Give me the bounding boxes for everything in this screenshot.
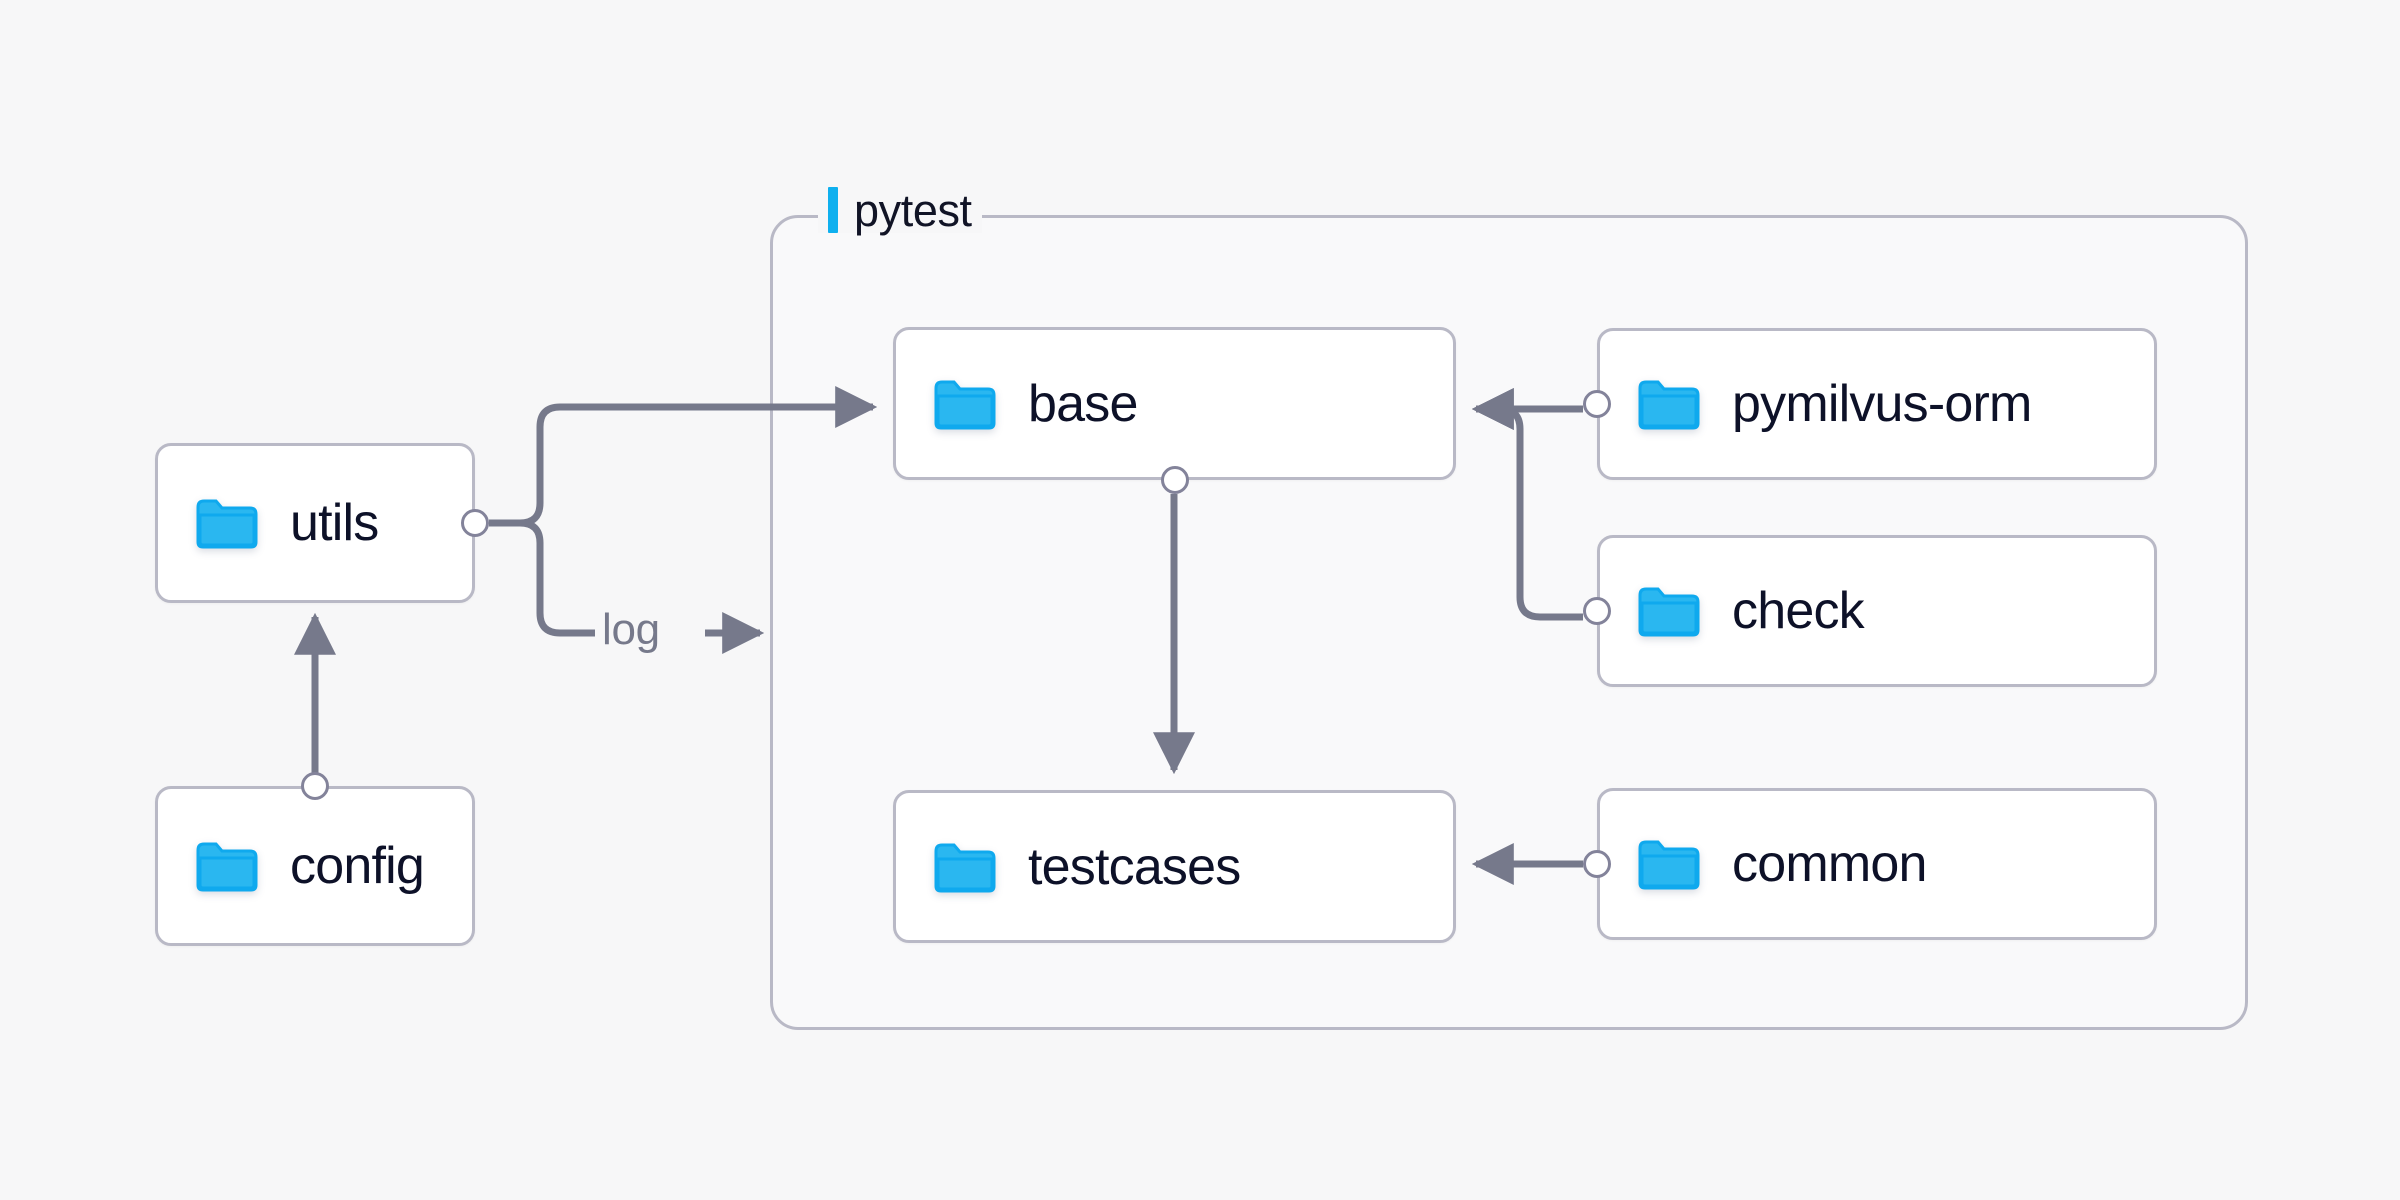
node-label: check (1732, 582, 1865, 640)
node-label: config (290, 837, 425, 895)
node-testcases[interactable]: testcases (893, 790, 1456, 943)
node-config[interactable]: config (155, 786, 475, 946)
group-accent-bar-icon (828, 187, 838, 233)
node-label: base (1028, 374, 1138, 433)
handle-check-left[interactable] (1583, 597, 1611, 625)
group-label-pytest: pytest (818, 187, 982, 233)
folder-icon (196, 840, 258, 892)
handle-pymilvus-orm-left[interactable] (1583, 390, 1611, 418)
handle-base-bottom[interactable] (1160, 466, 1189, 494)
edge-label-log: log (602, 605, 660, 654)
folder-icon (1638, 838, 1700, 890)
node-label: utils (290, 494, 379, 552)
handle-config-top[interactable] (301, 772, 329, 800)
folder-icon (1638, 378, 1700, 430)
node-utils[interactable]: utils (155, 443, 475, 603)
node-label: common (1732, 835, 1927, 893)
handle-utils-right[interactable] (461, 509, 489, 537)
node-pymilvus-orm[interactable]: pymilvus-orm (1597, 328, 2157, 480)
node-check[interactable]: check (1597, 535, 2157, 687)
handle-common-left[interactable] (1583, 850, 1611, 878)
folder-icon (934, 378, 996, 430)
folder-icon (196, 497, 258, 549)
node-label: testcases (1028, 837, 1241, 896)
node-base[interactable]: base (893, 327, 1456, 480)
group-label-text: pytest (854, 184, 972, 236)
node-common[interactable]: common (1597, 788, 2157, 940)
node-label: pymilvus-orm (1732, 375, 2032, 433)
folder-icon (1638, 585, 1700, 637)
folder-icon (934, 841, 996, 893)
